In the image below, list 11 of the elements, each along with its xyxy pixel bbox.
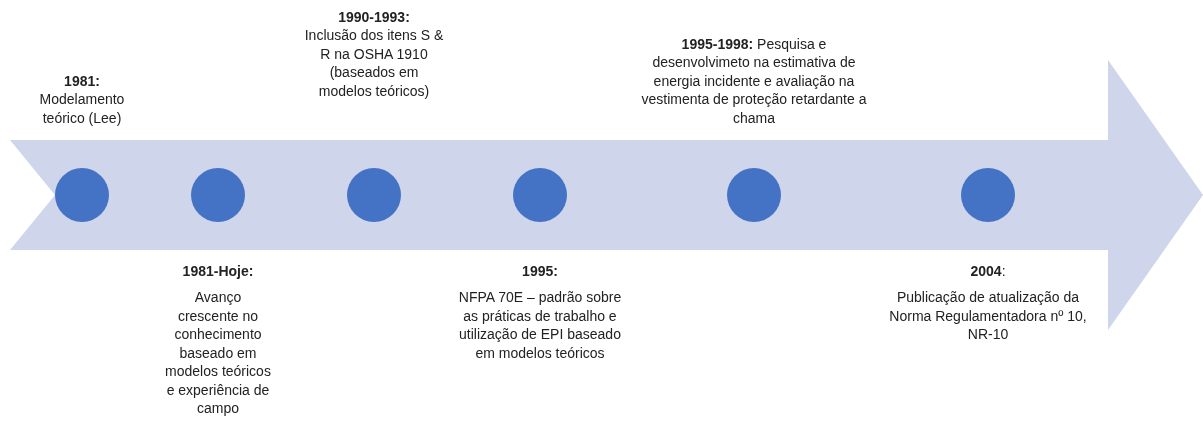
milestone-description: Avanço crescente no conhecimento baseado em modelos teóricos e experiência de campo (164, 288, 272, 418)
milestone-description: NFPA 70E – padrão sobre as práticas de trabalho e utilização de EPI baseado em modelos teóricos (457, 288, 623, 363)
year-label: 2004: (969, 262, 1007, 281)
milestone-description: 1995-1998: Pesquisa e desenvolvimeto na estimativa de energia incidente e avaliação na vestimenta de proteção retardante a chama (640, 35, 868, 128)
milestone-description: Inclusão dos itens S & R na OSHA 1910 (baseados em modelos teóricos) (304, 26, 444, 101)
year-label: 1981: (63, 72, 101, 91)
milestone-description: Modelamento teórico (Lee) (38, 90, 126, 128)
year-label: 1990-1993: (337, 8, 411, 27)
year-label: 1995: (521, 262, 559, 281)
year-label: 1981-Hoje: (181, 262, 255, 281)
milestone-description: Publicação de atualização da Norma Regulamentadora nº 10, NR-10 (888, 288, 1088, 344)
